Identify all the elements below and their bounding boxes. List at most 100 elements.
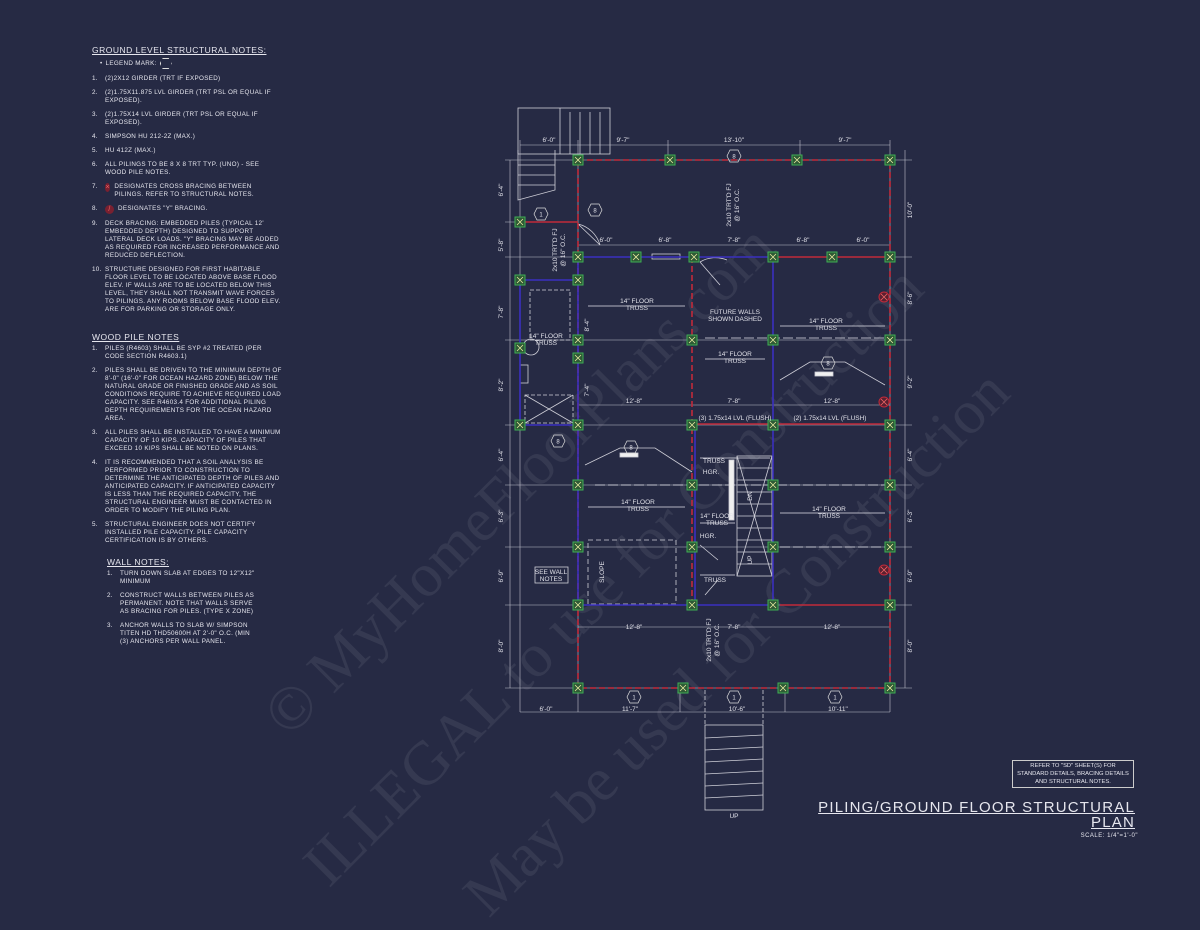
y-bracing-icon: / xyxy=(105,205,114,214)
note-text: (2)2x12 girder (TRT if exposed) xyxy=(105,75,221,82)
hexagon-icon xyxy=(159,58,172,69)
joist-label: @ 16" O.C. xyxy=(560,233,567,266)
floor-truss-label: 14" FLOOR xyxy=(621,499,655,506)
floor-truss-label: 14" FLOOR xyxy=(718,351,752,358)
future-walls-note: SHOWN DASHED xyxy=(708,316,762,323)
note-number: 5. xyxy=(92,147,98,154)
note-number: 1. xyxy=(92,345,98,352)
pile-marker xyxy=(572,251,584,263)
drawing-scale: Scale: 1/4"=1'-0" xyxy=(1080,833,1138,839)
slope-label: SLOPE xyxy=(599,561,606,583)
note-number: 7. xyxy=(92,183,98,190)
dimension-label: 10'-11" xyxy=(828,706,848,713)
note-number: 3. xyxy=(92,111,98,118)
note-text: Piles (R4603) shall be SYP #2 treated (p… xyxy=(105,345,262,360)
pile-marker xyxy=(767,599,779,611)
dimension-label: 6'-3" xyxy=(498,509,505,523)
joist-label: 2x10 TRT'D FJ xyxy=(552,228,559,271)
dimension-label: 11'-7" xyxy=(622,706,639,713)
note-item: 3.(2)1.75x14 LVL girder (TRT PSL or equa… xyxy=(92,111,282,127)
pile-marker xyxy=(664,154,676,166)
pile-marker xyxy=(767,334,779,346)
dimension-label: 8'-6" xyxy=(907,291,914,305)
pile-marker xyxy=(884,154,896,166)
note-number: 3. xyxy=(107,622,113,629)
note-text: Designates cross bracing between pilings… xyxy=(114,183,254,198)
note-item: 8./Designates "Y" bracing. xyxy=(92,205,282,214)
note-item: 7.×Designates cross bracing between pili… xyxy=(92,183,282,199)
detail-marker: 1 xyxy=(827,690,843,704)
note-text: Turn down slab at edges to 12"x12" minim… xyxy=(120,570,255,585)
note-number: 8. xyxy=(92,205,98,212)
note-text: Structure designed for first habitable f… xyxy=(105,266,281,313)
dimension-label: 6'-0" xyxy=(543,137,557,144)
note-text: Deck bracing: embedded piles (typical 12… xyxy=(105,220,280,259)
notes-title: Ground Level Structural Notes: xyxy=(92,45,267,55)
pile-marker xyxy=(686,541,698,553)
note-text: All pilings to be 8 x 8 TRT typ. (UNO) -… xyxy=(105,161,260,176)
legend-label: Legend Mark: xyxy=(105,59,157,67)
note-item: 4.Simpson HU 212-2Z (max.) xyxy=(92,133,282,141)
dimension-label: 7'-8" xyxy=(728,624,742,631)
structural-plan-drawing: 6'-0"9'-7"13'-10"9'-7"6'-0"6'-8"7'-8"6'-… xyxy=(498,107,914,820)
pile-marker xyxy=(777,682,789,694)
hanger-label: HGR. xyxy=(703,469,719,476)
note-number: 1. xyxy=(107,570,113,577)
dimension-label: 8'-0" xyxy=(498,639,505,653)
pile-marker xyxy=(767,541,779,553)
note-item: 9. Deck bracing: embedded piles (typical … xyxy=(92,220,282,260)
detail-marker-label: 8 xyxy=(593,209,597,215)
pile-marker xyxy=(514,216,526,228)
note-text: It is recommended that a soil analysis b… xyxy=(105,459,280,514)
dimension-label: 12'-8" xyxy=(824,624,841,631)
dimension-label: 6'-3" xyxy=(907,509,914,523)
floor-truss-label: 14" FLOOR xyxy=(700,513,734,520)
lvl-beam-label: (3) 1.75x14 LVL (FLUSH) xyxy=(699,415,772,422)
pile-marker xyxy=(884,251,896,263)
detail-marker: 1 xyxy=(726,690,742,704)
note-text: (2)1.75x11.875 LVL girder (TRT PSL or eq… xyxy=(105,89,271,104)
dimension-label: 6'-4" xyxy=(498,448,505,462)
pile-marker xyxy=(514,274,526,286)
notes-title: Wood Pile Notes xyxy=(92,332,180,342)
detail-marker-label: 8 xyxy=(629,446,633,452)
note-number: 2. xyxy=(92,89,98,96)
dimension-label: 6'-0" xyxy=(600,237,614,244)
dimension-label: 10'-0" xyxy=(907,201,914,218)
front-stair-up-label: UP xyxy=(729,813,738,820)
dimension-label: 9'-2" xyxy=(907,375,914,389)
note-text: Structural engineer does not certify ins… xyxy=(105,521,256,544)
pile-marker xyxy=(572,154,584,166)
pile-marker xyxy=(767,251,779,263)
pile-marker xyxy=(884,541,896,553)
detail-marker-label: 1 xyxy=(732,696,736,702)
dimension-label: 5'-8" xyxy=(498,238,505,252)
note-number: 2. xyxy=(92,367,98,374)
dimension-label: 8'-0" xyxy=(907,639,914,653)
note-text: Anchor walls to slab w/ Simpson Titen HD… xyxy=(120,622,251,645)
pile-marker xyxy=(630,251,642,263)
dimension-label: 10'-6" xyxy=(729,706,746,713)
detail-marker: 8 xyxy=(820,356,836,370)
dimension-label: 6'-4" xyxy=(907,448,914,462)
note-number: 4. xyxy=(92,459,98,466)
drawing-title: Piling/Ground Floor StructuralPlan xyxy=(818,800,1135,830)
note-text: All piles shall be installed to have a m… xyxy=(105,429,281,452)
pile-marker xyxy=(884,599,896,611)
note-item: 1.(2)2x12 girder (TRT if exposed) xyxy=(92,75,282,83)
dimension-label: 8'-2" xyxy=(498,378,505,392)
floor-truss-label: TRUSS xyxy=(627,506,650,513)
note-number: 9. xyxy=(92,220,98,227)
pile-marker xyxy=(572,352,584,364)
pile-marker xyxy=(688,251,700,263)
note-text: Construct walls between piles as permane… xyxy=(120,592,255,615)
dimension-label: 7'-4" xyxy=(584,383,591,397)
pile-marker xyxy=(572,334,584,346)
cross-bracing-marker xyxy=(878,396,890,408)
notes-title: Wall Notes: xyxy=(107,557,170,567)
pile-marker xyxy=(686,599,698,611)
detail-marker-label: 1 xyxy=(539,213,543,219)
note-item: 1. Piles (R4603) shall be SYP #2 treated … xyxy=(92,345,282,361)
pile-marker xyxy=(686,479,698,491)
note-number: 3. xyxy=(92,429,98,436)
